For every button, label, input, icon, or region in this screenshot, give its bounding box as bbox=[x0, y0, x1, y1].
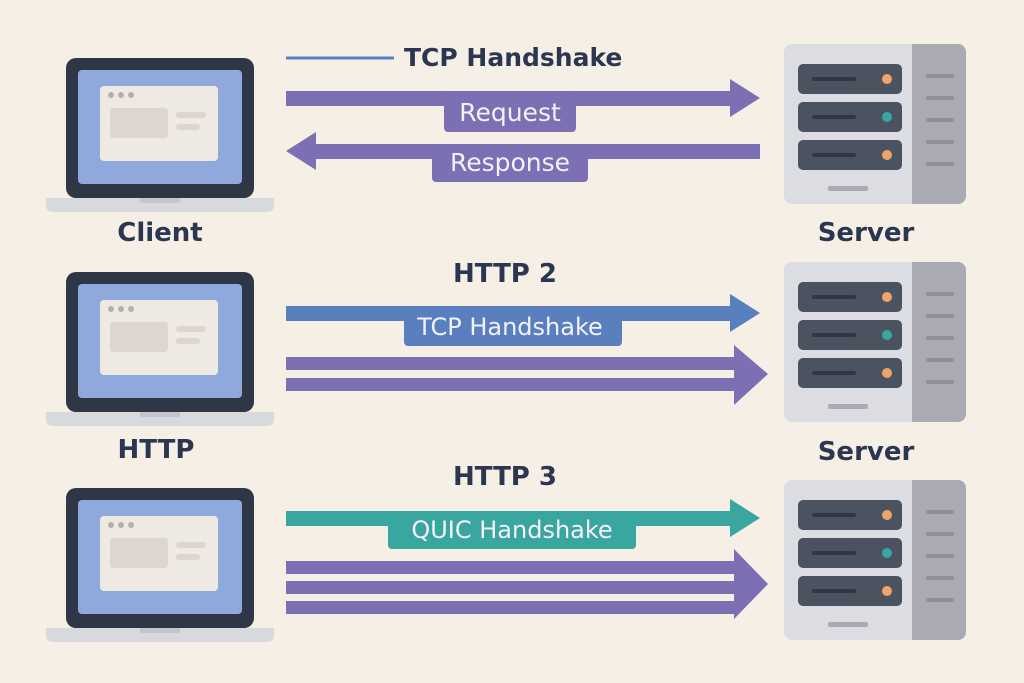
server-label: Server bbox=[818, 218, 915, 248]
server-label: Server bbox=[818, 437, 915, 467]
multiplexed-streams-arrow bbox=[286, 345, 768, 405]
tcp-handshake-label: TCP Handshake bbox=[416, 313, 603, 341]
tcp-legend-label: TCP Handshake bbox=[404, 43, 622, 72]
http-client-label: HTTP bbox=[118, 435, 195, 465]
request-label-box bbox=[444, 94, 576, 132]
http3-title: HTTP 3 bbox=[453, 462, 557, 492]
request-label: Request bbox=[459, 98, 561, 127]
client-label: Client bbox=[117, 218, 202, 248]
server-rack-icon bbox=[784, 262, 966, 422]
server-rack-icon bbox=[784, 44, 966, 204]
response-label: Response bbox=[450, 148, 570, 177]
http2-title: HTTP 2 bbox=[453, 259, 557, 289]
laptop-icon bbox=[46, 488, 274, 642]
laptop-icon bbox=[46, 272, 274, 426]
server-rack-icon bbox=[784, 480, 966, 640]
quic-streams-arrow bbox=[286, 549, 768, 619]
laptop-icon bbox=[46, 58, 274, 212]
quic-handshake-label: QUIC Handshake bbox=[411, 516, 612, 544]
tcp-handshake-label-box bbox=[404, 308, 622, 346]
quic-handshake-label-box bbox=[388, 511, 636, 549]
response-label-box bbox=[432, 144, 588, 182]
